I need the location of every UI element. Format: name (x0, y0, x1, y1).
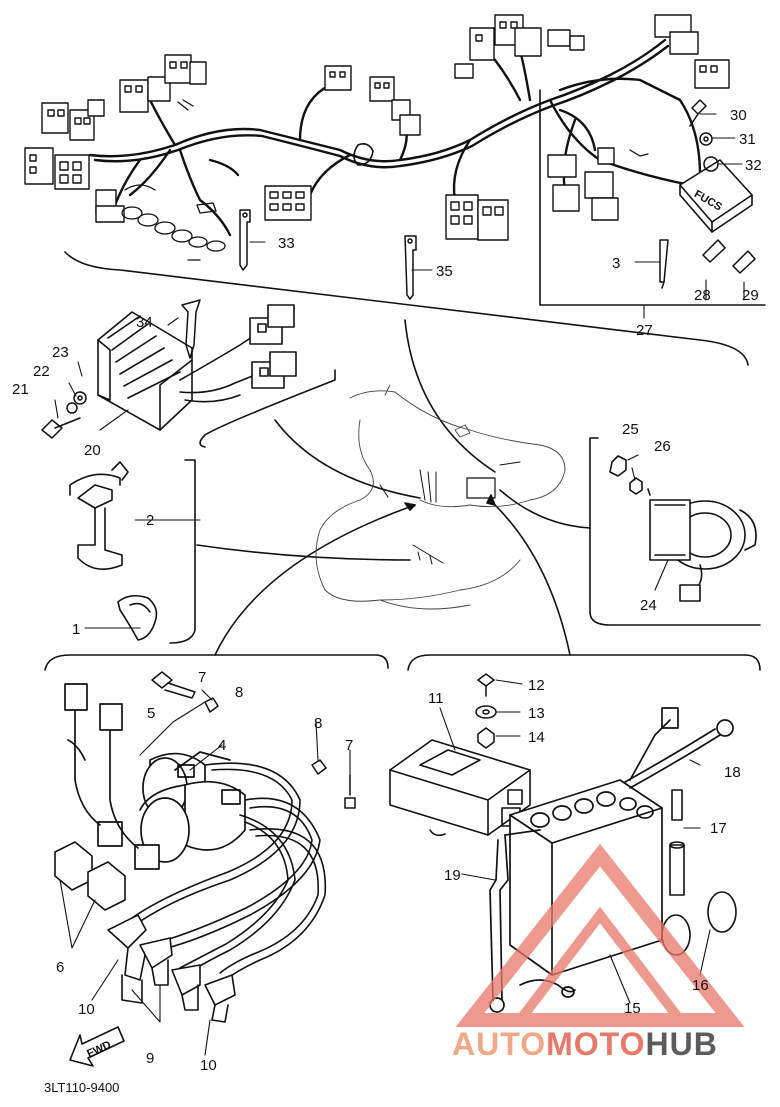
cable-ties (239, 209, 417, 300)
watermark-part-2: MOTO (546, 1026, 646, 1062)
part-label-30: 30 (730, 107, 747, 124)
part-label-27: 27 (636, 322, 653, 339)
ignition-bracket (44, 654, 389, 671)
part-label-24: 24 (640, 597, 657, 614)
part-label-8b: 8 (314, 715, 322, 732)
part-label-34: 34 (136, 314, 153, 331)
harness-connectors (24, 14, 730, 241)
part-label-25: 25 (622, 421, 639, 438)
mounting-strap (181, 299, 201, 359)
drawing-code: 3LT110-9400 (44, 1080, 120, 1095)
harness-clamp (353, 143, 374, 166)
part-label-14: 14 (528, 729, 545, 746)
motorcycle-box (466, 477, 496, 499)
leader-harness (404, 319, 496, 473)
part-label-26: 26 (654, 438, 671, 455)
battery-bracket (407, 654, 761, 671)
wire-clamp-parts (69, 461, 158, 641)
regulator-hardware (41, 391, 87, 439)
part-label-6: 6 (56, 959, 64, 976)
leader-horn (499, 489, 591, 529)
watermark-part-1: AUTO (452, 1026, 547, 1062)
horn-assembly (609, 455, 757, 602)
watermark-logo (455, 843, 745, 1027)
rectifier-regulator (97, 304, 297, 431)
part-label-1: 1 (72, 621, 80, 638)
fuses (659, 239, 756, 289)
part-label-18: 18 (724, 764, 741, 781)
part-label-7a: 7 (198, 669, 206, 686)
part-label-3: 3 (612, 255, 620, 272)
part-label-9: 9 (146, 1050, 154, 1067)
fwd-arrow (69, 1026, 125, 1067)
part-label-4: 4 (218, 737, 226, 754)
part-label-31: 31 (739, 131, 756, 148)
cdi-unit (389, 739, 531, 837)
fuse-box (679, 159, 753, 233)
part-label-11: 11 (428, 690, 444, 707)
part-label-8a: 8 (235, 684, 243, 701)
motorcycle-outline (315, 384, 566, 610)
harness-bracket (64, 251, 749, 366)
part-label-16: 16 (692, 977, 709, 994)
leader-regulator (274, 419, 421, 499)
part-label-23: 23 (52, 344, 69, 361)
part-label-10a: 10 (78, 1001, 95, 1018)
part-label-19: 19 (444, 867, 461, 884)
part-label-35: 35 (436, 263, 453, 280)
part-label-22: 22 (33, 363, 50, 380)
part-label-17: 17 (710, 820, 727, 837)
leader-clamp (196, 544, 411, 561)
label-leaders (54, 113, 745, 1056)
part-label-5: 5 (147, 705, 155, 722)
bullet-terminals (121, 99, 649, 261)
watermark-text: AUTOMOTOHUB (452, 1026, 718, 1063)
part-label-21: 21 (12, 381, 29, 398)
part-label-20: 20 (84, 442, 101, 459)
part-label-29: 29 (742, 287, 759, 304)
leader-ignition (214, 504, 416, 656)
spark-plug-leads (107, 762, 327, 1023)
regulator-bracket (199, 369, 336, 448)
fuse-box-hardware (689, 99, 719, 172)
battery-cables (489, 707, 734, 1013)
cdi-hardware (475, 673, 497, 749)
coil-hardware (151, 671, 356, 809)
part-label-10b: 10 (200, 1057, 217, 1074)
breather-parts (661, 789, 737, 956)
part-label-7b: 7 (345, 737, 353, 754)
part-label-2: 2 (146, 512, 154, 529)
watermark-part-3: HUB (645, 1026, 718, 1062)
harness-sub-bracket (539, 89, 766, 306)
part-label-28: 28 (694, 287, 711, 304)
part-label-13: 13 (528, 705, 545, 722)
clamp-bracket (169, 459, 196, 644)
horn-bracket (589, 437, 761, 626)
part-label-12: 12 (528, 677, 545, 694)
leader-battery (494, 504, 571, 656)
plug-covers (54, 841, 126, 911)
part-label-32: 32 (745, 157, 762, 174)
part-label-15: 15 (624, 1000, 641, 1017)
part-labels: 1 2 3 4 5 6 7 7 8 8 9 10 10 11 12 13 14 … (12, 107, 762, 1074)
part-label-33: 33 (278, 235, 295, 252)
ignition-coils (64, 683, 246, 870)
